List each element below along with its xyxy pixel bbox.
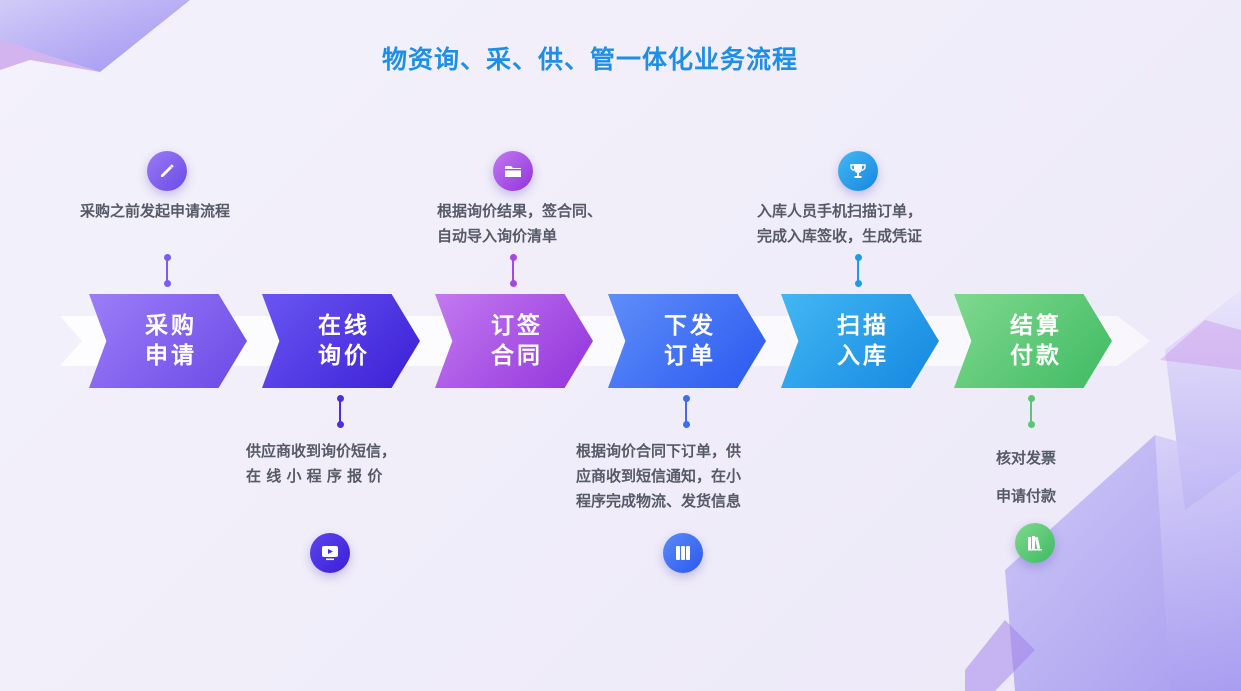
binders-icon	[663, 533, 703, 573]
connector-line	[163, 254, 171, 287]
step-description-issue-order: 根据询价合同下订单，供 应商收到短信通知，在小 程序完成物流、发货信息	[576, 442, 742, 510]
step-chevron-online-inquiry: 在线询价	[262, 294, 420, 388]
step-chevron-settlement: 结算付款	[954, 294, 1112, 388]
folder-icon	[493, 151, 533, 191]
step-line1: 扫描	[837, 313, 889, 339]
step-description-sign-contract: 根据询价结果，签合同、 自动导入询价清单	[437, 202, 603, 245]
step-line1: 订签	[491, 313, 543, 339]
step-line1: 结算	[1010, 313, 1062, 339]
connector-line	[854, 254, 862, 287]
books-icon	[1015, 523, 1055, 563]
step-line1: 在线	[318, 313, 370, 339]
step-chevron-scan-warehouse: 扫描入库	[781, 294, 939, 388]
connector-line	[336, 395, 344, 428]
decorative-cubes-bottom-right	[965, 290, 1241, 691]
page-title: 物资询、采、供、管一体化业务流程	[381, 45, 798, 74]
step-line1: 采购	[145, 313, 197, 339]
step-line2: 合同	[491, 343, 543, 369]
step-chevron-sign-contract: 订签合同	[435, 294, 593, 388]
step-line2: 入库	[837, 343, 889, 369]
connector-line	[509, 254, 517, 287]
step-description-scan-warehouse: 入库人员手机扫描订单， 完成入库签收，生成凭证	[757, 202, 923, 245]
step-description-purchase-request: 采购之前发起申请流程	[80, 202, 231, 220]
step-line1: 下发	[664, 313, 716, 339]
step-line2: 询价	[318, 343, 370, 369]
step-line2: 申请	[145, 343, 197, 369]
step-line2: 付款	[1010, 343, 1062, 369]
connector-line	[682, 395, 690, 428]
step-chevron-purchase-request: 采购申请	[89, 294, 247, 388]
step-line2: 订单	[664, 343, 716, 369]
trophy-icon	[838, 151, 878, 191]
connector-line	[1027, 395, 1035, 428]
pencil-icon	[147, 151, 187, 191]
decorative-cube-top-left	[0, 0, 190, 72]
step-chevron-issue-order: 下发订单	[608, 294, 766, 388]
video-icon	[310, 533, 350, 573]
step-description-settlement: 核对发票 申请付款	[996, 449, 1057, 505]
step-description-online-inquiry: 供应商收到询价短信， 在 线 小 程 序 报 价	[246, 442, 397, 485]
